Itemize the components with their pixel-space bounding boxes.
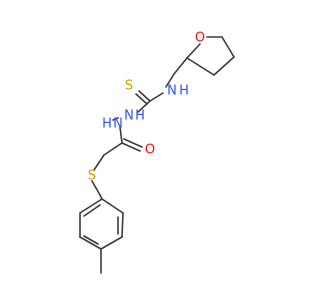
svg-text:O: O (195, 31, 205, 46)
bond-co-double-a (121, 142, 141, 152)
svg-text:O: O (145, 143, 155, 158)
atom-labels: O N H S H N H N O S (88, 31, 205, 184)
bond-ar-inner-2 (83, 235, 99, 245)
thioether-sulfur-atom: S (88, 169, 96, 184)
thione-sulfur-atom: S (125, 79, 133, 94)
bond-nh-carbonyl (119, 126, 123, 144)
hydrazine-nitrogen-upper: H N (124, 109, 145, 124)
bond-ring-c4-c5 (221, 36, 235, 58)
bond-co-double-b (123, 138, 143, 148)
hydrazine-nitrogen-lower: H N (102, 117, 123, 132)
svg-text:N: N (167, 84, 177, 99)
amine-nitrogen-atom: N H (167, 84, 189, 99)
bond-ring-c5-c3 (213, 56, 235, 76)
bonds (79, 36, 235, 274)
bond-cs-double-a (138, 90, 151, 102)
bond-ring-c3-c1 (186, 57, 215, 76)
bond-ar-1 (101, 198, 124, 214)
svg-text:H: H (102, 117, 112, 132)
structure-canvas: O N H S H N H N O S (79, 31, 235, 274)
bond-carbonyl-ch2 (103, 142, 123, 156)
bond-nh-c (149, 92, 164, 102)
bond-ring-c1-c2 (186, 43, 201, 59)
svg-text:H: H (135, 109, 145, 124)
bond-ar-6 (79, 198, 103, 214)
amine-hydrogen: H (179, 84, 189, 99)
bond-ar-4 (79, 236, 102, 250)
ring-oxygen-atom: O (195, 31, 205, 46)
svg-text:N: N (124, 109, 134, 124)
bond-cs-double-b (135, 93, 148, 105)
bond-n-n (112, 117, 119, 121)
bond-c-nh2 (137, 100, 151, 113)
bond-ar-3 (100, 236, 123, 250)
carbonyl-oxygen-atom: O (145, 143, 155, 158)
bond-ch2-ring (173, 57, 188, 75)
svg-text:S: S (125, 79, 133, 94)
bond-ch2-nh (165, 73, 175, 88)
bond-s-ch2 (91, 180, 101, 196)
bond-ar-2 (121, 212, 124, 238)
bond-ar-inner-3 (83, 204, 101, 217)
svg-text:N: N (113, 117, 123, 132)
svg-text:S: S (88, 169, 96, 184)
bond-ch2-s (93, 154, 105, 171)
